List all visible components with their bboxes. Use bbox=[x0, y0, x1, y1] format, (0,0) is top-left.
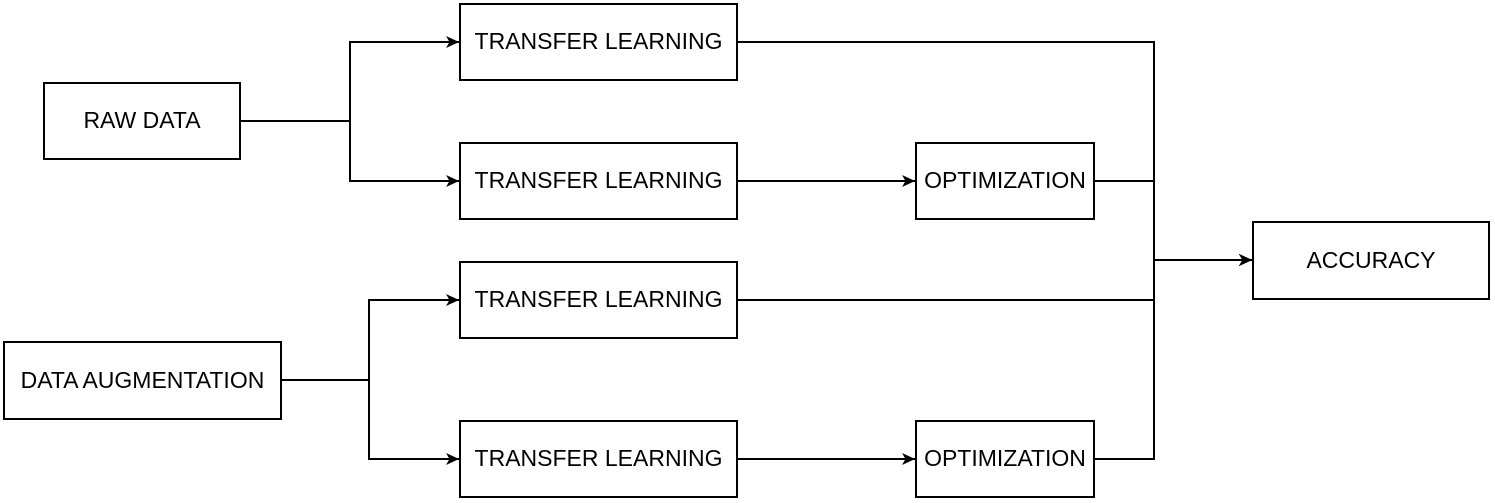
node-transfer-learning-3: TRANSFER LEARNING bbox=[459, 261, 738, 339]
node-transfer-learning-1: TRANSFER LEARNING bbox=[459, 3, 738, 81]
edges bbox=[241, 36, 1252, 465]
node-label-accuracy: ACCURACY bbox=[1306, 246, 1436, 273]
node-optimization-2: OPTIMIZATION bbox=[915, 420, 1095, 498]
node-label-data-augmentation: DATA AUGMENTATION bbox=[20, 366, 265, 393]
node-label-transfer-learning-2: TRANSFER LEARNING bbox=[474, 167, 723, 194]
node-accuracy: ACCURACY bbox=[1252, 221, 1490, 300]
node-label-transfer-learning-3: TRANSFER LEARNING bbox=[474, 286, 723, 313]
node-label-transfer-learning-1: TRANSFER LEARNING bbox=[474, 28, 723, 55]
edge-raw-data-to-transfer-learning-2 bbox=[241, 120, 459, 187]
node-optimization-1: OPTIMIZATION bbox=[915, 142, 1095, 220]
node-transfer-learning-2: TRANSFER LEARNING bbox=[459, 142, 738, 220]
edge-optimization-2-to-accuracy bbox=[1095, 254, 1252, 460]
node-raw-data: RAW DATA bbox=[43, 82, 241, 160]
node-data-augmentation: DATA AUGMENTATION bbox=[3, 341, 282, 420]
node-transfer-learning-4: TRANSFER LEARNING bbox=[459, 420, 738, 498]
node-label-transfer-learning-4: TRANSFER LEARNING bbox=[474, 445, 723, 472]
node-label-optimization-1: OPTIMIZATION bbox=[924, 167, 1086, 194]
node-label-optimization-2: OPTIMIZATION bbox=[924, 445, 1086, 472]
node-label-raw-data: RAW DATA bbox=[83, 107, 201, 134]
edge-data-augmentation-to-transfer-learning-4 bbox=[282, 379, 459, 465]
